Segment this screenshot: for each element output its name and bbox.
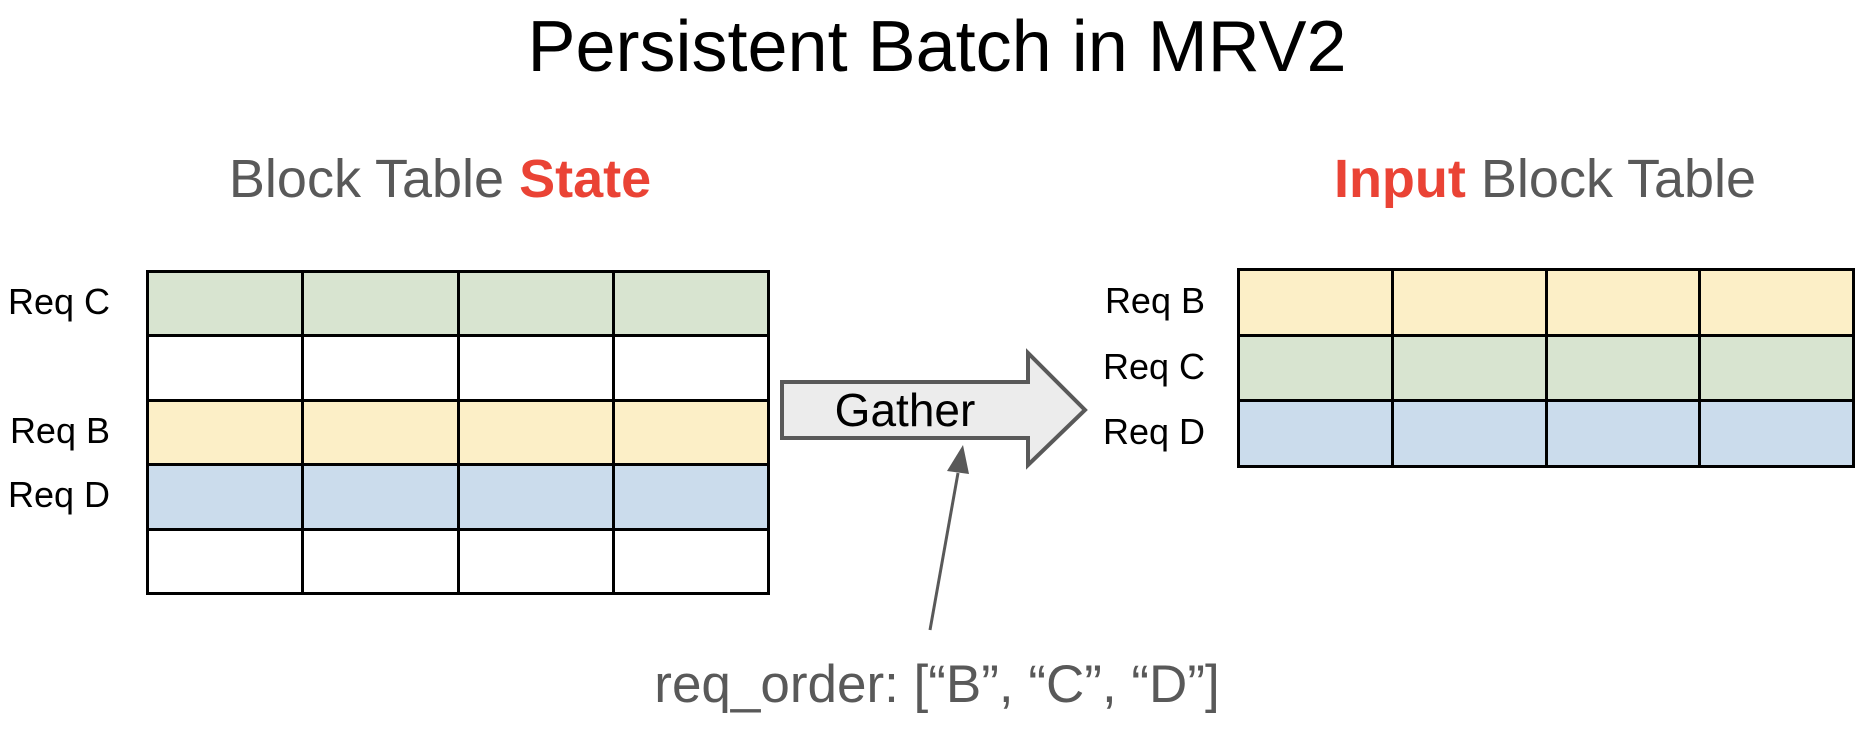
block-cell-green [301,269,460,338]
block-cell-white [301,334,460,402]
row-label: Req D [7,474,110,516]
block-cell-blue [456,463,615,531]
block-table-state [145,269,771,595]
table-row [1237,399,1855,468]
req-order-pointer-arrow [928,445,969,631]
row-label: Req D [1102,411,1205,453]
gather-arrow: Gather [780,348,1088,470]
block-cell-green [1390,333,1548,403]
gather-arrow-shape [780,348,1088,470]
block-cell-blue [145,463,305,531]
slide-title: Persistent Batch in MRV2 [527,7,1347,87]
row-label: Req B [1104,279,1205,321]
input-block-table [1237,268,1855,468]
right-table-heading: Input Block Table [1230,149,1860,209]
block-cell-yellow [456,398,615,467]
right-heading-highlight: Input [1333,149,1466,209]
block-cell-green [145,269,305,338]
table-row [1237,268,1855,337]
block-cell-white [456,334,615,402]
table-row [145,463,771,531]
right-heading-text: Block Table [1465,149,1757,209]
block-cell-green [611,269,771,338]
pointer-arrow-head [947,445,969,474]
block-cell-white [456,527,615,595]
block-cell-green [456,269,615,338]
block-cell-white [611,334,771,402]
table-row [145,269,771,338]
block-cell-blue [1544,399,1702,468]
block-cell-yellow [145,398,305,467]
table-row [145,334,771,402]
block-cell-green [1698,333,1855,403]
block-cell-yellow [301,398,460,467]
block-cell-yellow [1698,268,1855,337]
left-table-heading: Block Table State [60,149,820,209]
gather-arrow-label: Gather [835,384,976,436]
table-row [1237,333,1855,403]
block-cell-blue [1390,399,1548,468]
block-cell-yellow [611,398,771,467]
block-cell-white [145,334,305,402]
table-row [145,398,771,467]
block-cell-yellow [1544,268,1702,337]
block-cell-white [145,527,305,595]
block-cell-yellow [1237,268,1394,337]
block-cell-blue [611,463,771,531]
block-cell-blue [301,463,460,531]
left-heading-text: Block Table [228,149,520,209]
table-row [145,527,771,595]
block-cell-blue [1237,399,1394,468]
block-cell-green [1544,333,1702,403]
block-cell-blue [1698,399,1855,468]
req-order-annotation: req_order: [“B”, “C”, “D”] [654,655,1220,714]
row-label: Req B [9,410,110,451]
left-heading-highlight: State [519,149,652,209]
row-label: Req C [1102,345,1205,387]
row-label: Req C [7,281,110,323]
pointer-arrow-line [928,472,960,631]
block-cell-white [611,527,771,595]
block-cell-white [301,527,460,595]
block-cell-yellow [1390,268,1548,337]
block-cell-green [1237,333,1394,403]
